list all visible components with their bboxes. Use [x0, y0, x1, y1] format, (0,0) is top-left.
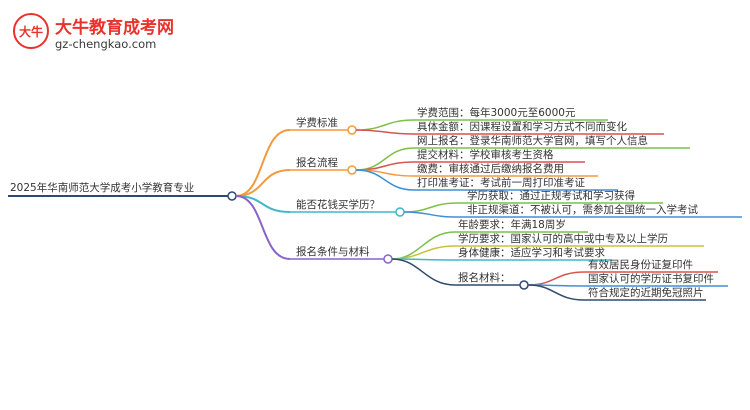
node-dot-process	[347, 165, 357, 175]
branch-materials: 报名材料：	[458, 271, 511, 284]
leaf-id-copy: 有效居民身份证复印件	[588, 258, 693, 271]
logo-title: 大牛教育成考网	[55, 17, 174, 38]
leaf-education: 学历要求：国家认可的高中或中专及以上学历	[458, 232, 668, 245]
root-topic: 2025年华南师范大学成考小学教育专业	[10, 181, 194, 194]
node-dot-buy	[395, 207, 405, 217]
branch-process: 报名流程	[296, 156, 338, 169]
root-node-dot	[227, 191, 237, 201]
connector-fees-0	[355, 119, 415, 131]
branch-requirements: 报名条件与材料	[296, 245, 370, 258]
connector-req	[235, 195, 291, 260]
leaf-fees-amount: 具体金额：因课程设置和学习方式不同而变化	[417, 120, 627, 133]
logo-url: gz-chengkao.com	[55, 37, 156, 51]
leaf-submit-materials: 提交材料：学校审核考生资格	[417, 148, 554, 161]
connector-req-1	[391, 245, 456, 260]
leaf-photo: 符合规定的近期免冠照片	[588, 286, 704, 299]
node-dot-req	[383, 254, 393, 264]
logo-mark-text: 大牛	[19, 24, 43, 39]
connector-fees-1	[355, 129, 415, 135]
node-dot-materials	[519, 280, 529, 290]
node-dot-fees	[347, 125, 357, 135]
connector-materials-2	[527, 284, 586, 301]
leaf-informal-channel: 非正规渠道：不被认可，需参加全国统一入学考试	[467, 203, 698, 216]
connector-process-3	[355, 169, 415, 191]
leaf-online-signup: 网上报名：登录华南师范大学官网，填写个人信息	[417, 134, 648, 147]
connector-buy-0	[403, 202, 459, 213]
leaf-fees-range: 学费范围：每年3000元至6000元	[417, 106, 576, 119]
connector-buy-1	[403, 211, 459, 218]
leaf-payment: 缴费：审核通过后缴纳报名费用	[417, 162, 564, 175]
leaf-degree-acquisition: 学历获取：通过正规考试和学习获得	[467, 189, 635, 202]
connector-req-0	[391, 231, 456, 260]
leaf-health: 身体健康：适应学习和考试要求	[458, 246, 605, 259]
branch-fees: 学费标准	[296, 116, 338, 129]
logo-mark-icon	[13, 13, 49, 49]
leaf-diploma-copy: 国家认可的学历证书复印件	[588, 272, 714, 285]
leaf-print-admission: 打印准考证：考试前一周打印准考证	[417, 176, 585, 189]
connector-materials-0	[527, 271, 586, 286]
branch-buy-degree: 能否花钱买学历？	[296, 198, 380, 211]
brand-logo: 大牛 大牛教育成考网 gz-chengkao.com	[13, 13, 174, 51]
connector-process	[235, 169, 291, 197]
leaf-age: 年龄要求：年满18周岁	[458, 218, 566, 231]
connector-req-3	[391, 258, 456, 286]
connector-fees	[235, 129, 291, 197]
